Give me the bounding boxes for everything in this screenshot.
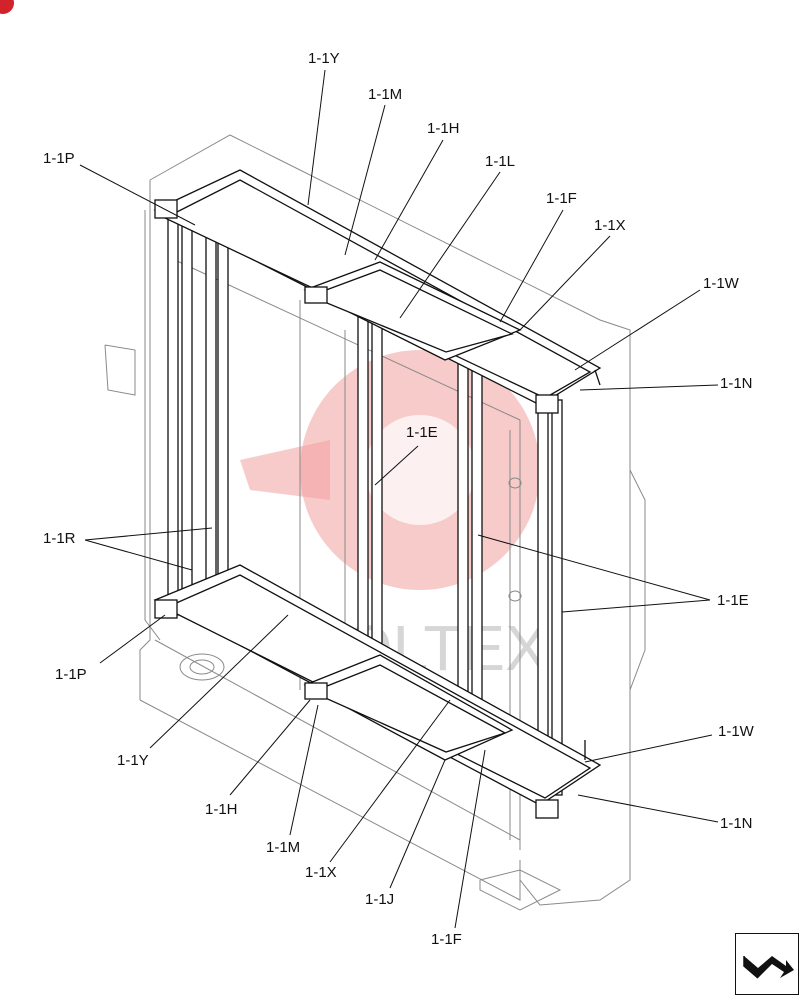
- radiator-outline: [104, 134, 646, 911]
- callout-top-1-1f: 1-1F: [546, 190, 577, 207]
- callout-lower-1-1y: 1-1Y: [117, 752, 149, 769]
- callout-lower-1-1j: 1-1J: [365, 891, 394, 908]
- brand-badge-icon: [0, 0, 14, 14]
- callout-left-1-1p: 1-1P: [55, 666, 87, 683]
- callout-lower-1-1m: 1-1M: [266, 839, 300, 856]
- next-page-button[interactable]: [735, 933, 799, 995]
- callout-top-1-1h: 1-1H: [427, 120, 460, 137]
- callout-lower-1-1f: 1-1F: [431, 931, 462, 948]
- callout-left-1-1r: 1-1R: [43, 530, 76, 547]
- callout-right-1-1e: 1-1E: [717, 592, 749, 609]
- callout-upper-1-1n: 1-1N: [720, 375, 753, 392]
- callout-labels: 1-1Y 1-1M 1-1H 1-1L 1-1F 1-1X 1-1P 1-1W …: [43, 50, 755, 948]
- callout-top-1-1p: 1-1P: [43, 150, 75, 167]
- callout-lower-1-1h: 1-1H: [205, 801, 238, 818]
- next-page-arrow-icon: [743, 956, 794, 979]
- callout-upper-1-1w: 1-1W: [703, 275, 740, 292]
- callout-lower-1-1n: 1-1N: [720, 815, 753, 832]
- callout-top-1-1m: 1-1M: [368, 86, 402, 103]
- callout-center-1-1e: 1-1E: [406, 424, 438, 441]
- callout-top-1-1x: 1-1X: [594, 217, 626, 234]
- callout-top-1-1y: 1-1Y: [308, 50, 340, 67]
- frame-assembly: [153, 169, 602, 819]
- leader-lines: [79, 69, 719, 929]
- callout-top-1-1l: 1-1L: [485, 153, 515, 170]
- callout-lower-1-1x: 1-1X: [305, 864, 337, 881]
- callout-lower-1-1w: 1-1W: [718, 723, 755, 740]
